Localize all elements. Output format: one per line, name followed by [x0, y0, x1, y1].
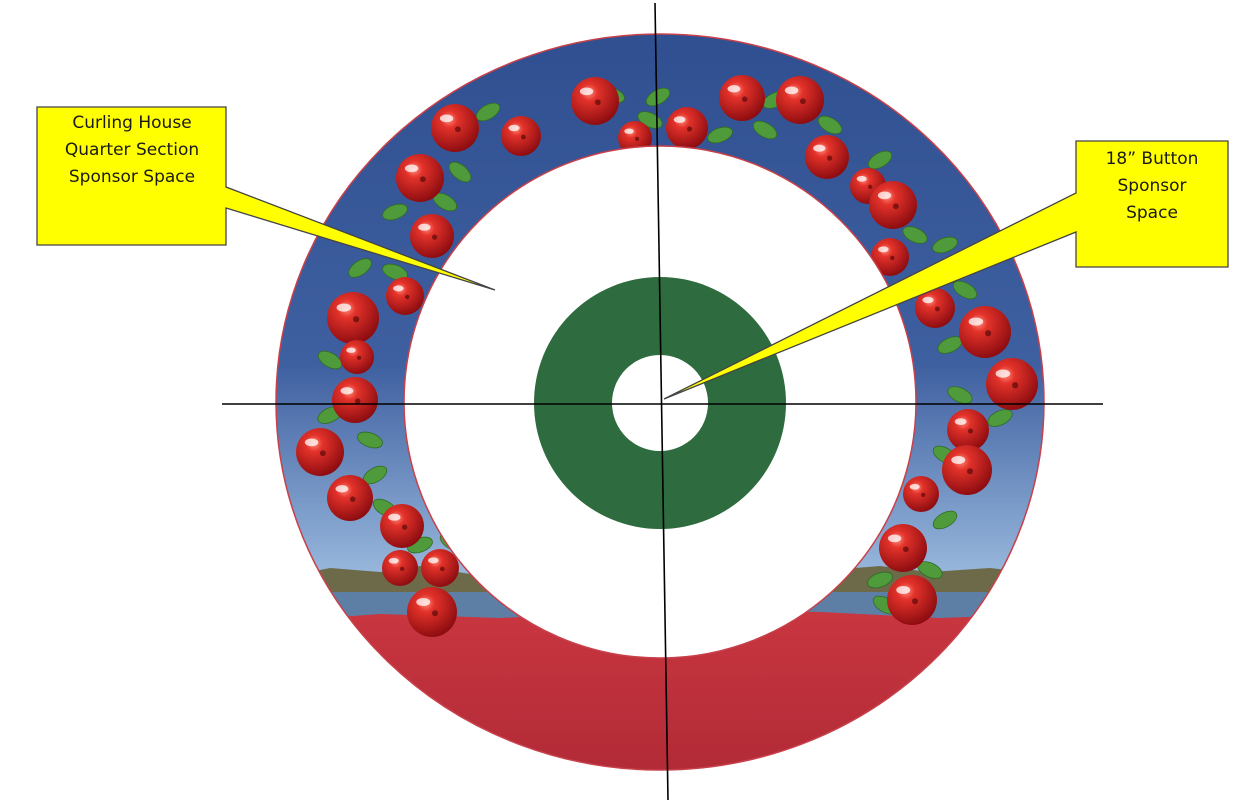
- cranberry-icon: [382, 550, 418, 586]
- leaf-icon: [348, 258, 372, 278]
- cranberry-icon: [431, 104, 479, 152]
- callout-house-quarter-line-1: Curling House: [72, 113, 192, 133]
- cranberry-icon: [340, 340, 374, 374]
- cranberry-garland: [296, 75, 1038, 637]
- cranberry-icon: [986, 358, 1038, 410]
- callout-button-box: [663, 140, 1229, 400]
- cranberry-icon: [407, 587, 457, 637]
- cranberry-icon: [942, 445, 992, 495]
- cranberry-icon: [296, 428, 344, 476]
- cranberry-icon: [879, 524, 927, 572]
- cranberry-icon: [959, 306, 1011, 358]
- leaf-icon: [707, 126, 733, 144]
- outer-ring-border: [275, 33, 1045, 771]
- cranberry-icon: [327, 475, 373, 521]
- callout-button-line-1: 18” Button: [1105, 149, 1199, 169]
- cranberry-icon: [327, 292, 379, 344]
- leaf-icon: [645, 87, 671, 107]
- leaf-icon: [867, 150, 893, 170]
- cranberry-icon: [915, 288, 955, 328]
- leaf-icon: [817, 115, 843, 135]
- cranberry-icon: [421, 549, 459, 587]
- cranberry-icon: [947, 409, 989, 451]
- cranberry-icon: [380, 504, 424, 548]
- leaf-icon: [902, 226, 928, 244]
- callout-house-quarter-line-3: Sponsor Space: [68, 167, 196, 187]
- cranberry-icon: [869, 181, 917, 229]
- vertical-centre-line: [654, 2, 669, 801]
- callout-button: [663, 140, 1229, 400]
- button: [612, 355, 708, 451]
- callout-house-quarter-box: [36, 106, 496, 291]
- cranberry-icon: [887, 575, 937, 625]
- leaf-icon: [987, 409, 1013, 427]
- cranberry-icon: [396, 154, 444, 202]
- cranberry-icon: [871, 238, 909, 276]
- leaf-icon: [932, 236, 958, 254]
- cranberry-icon: [332, 377, 378, 423]
- cranberry-icon: [666, 107, 708, 149]
- leaf-icon: [752, 120, 778, 140]
- cranberry-icon: [571, 77, 619, 125]
- callout-house-quarter: [36, 106, 496, 291]
- leaf-icon: [867, 571, 893, 589]
- callout-button-line-2: Sponsor: [1117, 176, 1187, 196]
- cranberry-icon: [805, 135, 849, 179]
- cranberry-icon: [410, 214, 454, 258]
- callout-button-text: 18” Button Sponsor Space: [1077, 146, 1227, 227]
- callout-house-quarter-line-2: Quarter Section: [64, 140, 200, 160]
- leaf-icon: [317, 350, 343, 370]
- leaf-icon: [932, 510, 958, 530]
- leaf-icon: [947, 386, 973, 404]
- callout-button-line-3: Space: [1126, 203, 1178, 223]
- cranberry-icon: [386, 277, 424, 315]
- leaf-icon: [357, 431, 383, 449]
- cranberry-icon: [776, 76, 824, 124]
- leaf-icon: [382, 203, 408, 221]
- leaf-icon: [382, 263, 408, 281]
- leaf-icon: [952, 280, 978, 300]
- leaf-icon: [448, 161, 472, 183]
- cranberry-icon: [501, 116, 541, 156]
- cranberry-icon: [903, 476, 939, 512]
- cranberry-icon: [719, 75, 765, 121]
- callout-house-quarter-text: Curling House Quarter Section Sponsor Sp…: [38, 110, 226, 191]
